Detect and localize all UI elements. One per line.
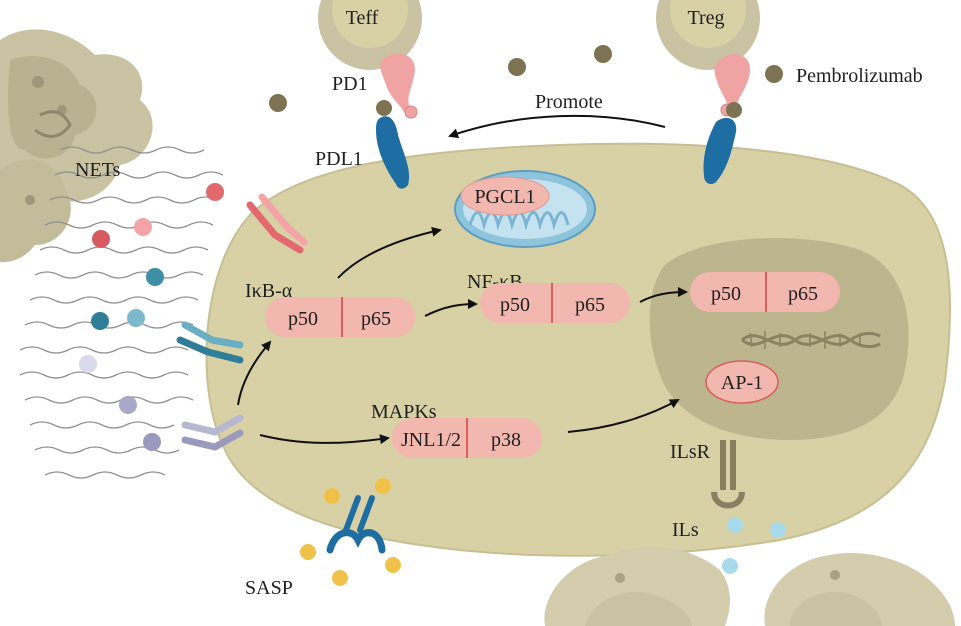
ikb-p50: p50	[288, 308, 318, 330]
pdl1-receptor-treg	[703, 102, 742, 184]
sasp-receptor	[326, 495, 386, 554]
sasp-label: SASP	[245, 577, 293, 599]
ikb-p65: p65	[361, 308, 391, 330]
teal-ligands	[91, 268, 164, 330]
nucleus-p50: p50	[711, 283, 741, 305]
promote-arrow	[448, 114, 666, 139]
arrow-nfkb-to-nucleus	[639, 287, 688, 303]
pd1-receptor-teff	[380, 53, 418, 119]
sasp-molecules	[300, 478, 401, 586]
nucleus-complex	[690, 272, 840, 312]
arrow-mapk-to-nucleus	[567, 399, 680, 433]
net-strands	[19, 146, 224, 479]
arrow-to-mapk	[259, 434, 390, 445]
nfkb-p50: p50	[500, 294, 530, 316]
pgcl1-label: PGCL1	[474, 186, 535, 208]
pathway-arrows	[237, 226, 688, 445]
arrow-to-ikb	[237, 340, 272, 406]
ap1-node	[705, 360, 779, 404]
pdl1-label: PDL1	[315, 148, 363, 170]
pdl1-receptor-teff	[376, 100, 410, 189]
ap1-label: AP-1	[721, 372, 763, 394]
ilsr-label: ILsR	[670, 441, 711, 463]
ikb-label: IκB-α	[245, 280, 293, 302]
mapks-label: MAPKs	[371, 401, 437, 423]
nets-label: NETs	[75, 159, 120, 181]
nfkb-p65: p65	[575, 294, 605, 316]
promote-label: Promote	[535, 91, 603, 113]
treg-cell	[656, 0, 760, 70]
mapk-jnl: JNL1/2	[401, 429, 461, 451]
mapk-p38: p38	[491, 429, 521, 451]
dna-helix	[741, 331, 881, 349]
ikb-complex	[265, 297, 415, 337]
ilsr-receptor	[711, 440, 745, 509]
pd1-label: PD1	[332, 73, 368, 95]
arrow-to-mito	[337, 226, 442, 279]
pink-ligands	[92, 183, 224, 248]
pembrolizumab-label: Pembrolizumab	[796, 65, 923, 87]
arrow-ikb-to-nfkb	[424, 299, 478, 317]
nucleus	[649, 238, 909, 440]
nfkb-complex	[480, 283, 630, 323]
lavender-receptor	[181, 414, 244, 451]
il-ligands	[722, 517, 786, 574]
ils-label: ILs	[672, 519, 699, 541]
bottom-cells	[544, 546, 955, 626]
net-cell-cluster	[0, 29, 153, 263]
mapk-complex	[392, 418, 542, 458]
teff-cell	[318, 0, 422, 70]
teal-receptor	[176, 321, 244, 364]
lavender-ligands	[79, 355, 161, 451]
teff-label: Teff	[346, 7, 379, 29]
nucleus-p65: p65	[788, 283, 818, 305]
mitochondrion	[454, 170, 596, 248]
treg-label: Treg	[687, 7, 724, 29]
pink-receptor	[246, 193, 308, 254]
pembrolizumab-molecules	[269, 45, 783, 112]
